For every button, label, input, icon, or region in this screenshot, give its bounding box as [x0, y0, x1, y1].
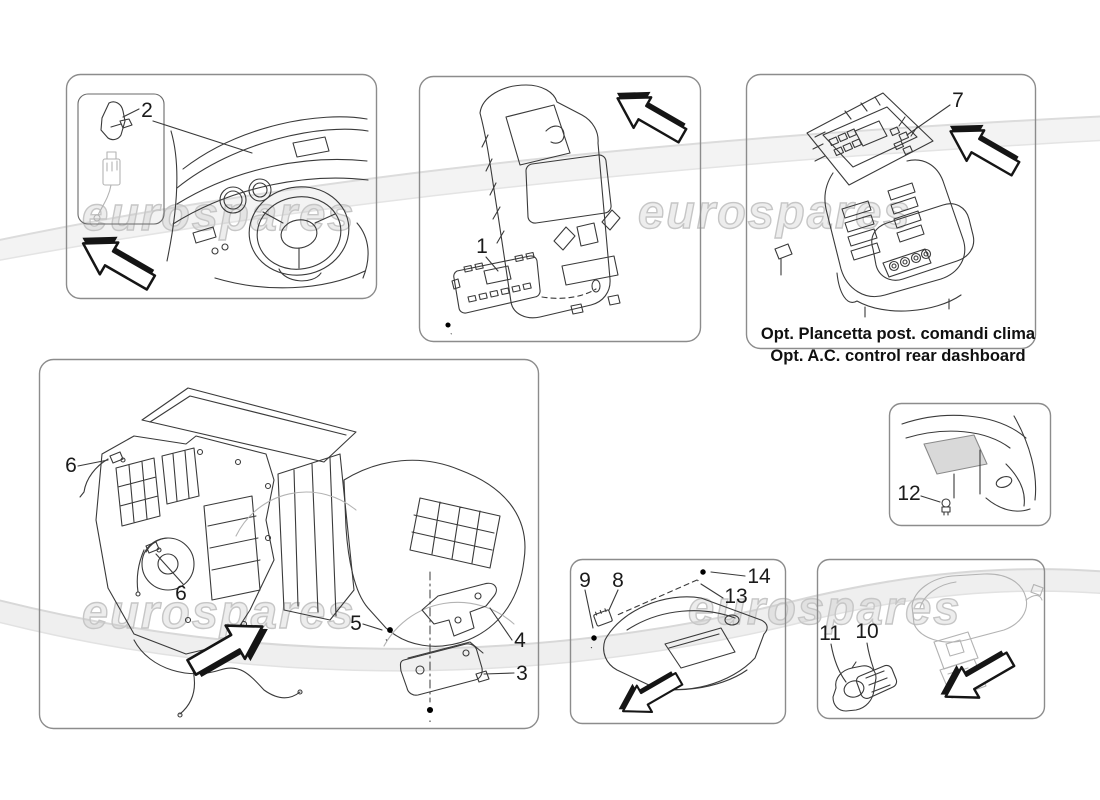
panel-sensor-bracket: 11 10 — [816, 558, 1046, 720]
caption-italian: Opt. Plancetta post. comandi clima — [760, 325, 1036, 343]
panel-dashboard-sensor: 2 — [65, 73, 378, 300]
callout-14[interactable]: 14 — [747, 565, 771, 588]
panel-front-ac-control: 1 — [418, 75, 702, 343]
callout-7[interactable]: 7 — [952, 89, 964, 112]
callout-13[interactable]: 13 — [724, 585, 747, 608]
callout-12[interactable]: 12 — [897, 482, 920, 505]
direction-arrow-icon — [69, 220, 164, 300]
connector-ghost — [93, 151, 121, 222]
panel-underdash-ecu: 9 8 14 13 — [569, 558, 787, 727]
callout-9[interactable]: 9 — [579, 569, 591, 592]
callout-6[interactable]: 6 — [65, 454, 77, 477]
housing-ghost — [911, 573, 1044, 699]
direction-arrow-icon — [937, 109, 1028, 186]
caption-english: Opt. A.C. control rear dashboard — [770, 347, 1026, 365]
eurospares-watermark: eurospares — [81, 585, 356, 638]
callout-4[interactable]: 4 — [514, 629, 526, 652]
panel-roof-sensor: 12 — [888, 402, 1052, 527]
callout-10[interactable]: 10 — [855, 620, 878, 643]
callout-1[interactable]: 1 — [476, 235, 488, 258]
callout-6[interactable]: 6 — [175, 582, 187, 605]
direction-arrow-icon — [604, 76, 695, 153]
direction-arrow-icon — [180, 606, 279, 690]
callout-3[interactable]: 3 — [516, 662, 528, 685]
eurospares-watermark: eurospares — [687, 581, 962, 634]
panel-rear-ac-control: 7 — [745, 73, 1037, 350]
callout-5[interactable]: 5 — [350, 612, 362, 635]
panel-hvac-assembly: 6 6 5 4 3 — [38, 358, 540, 730]
callout-2[interactable]: 2 — [141, 99, 153, 122]
callout-11[interactable]: 11 — [819, 622, 841, 645]
direction-arrow-icon — [610, 661, 688, 727]
callout-8[interactable]: 8 — [612, 569, 624, 592]
